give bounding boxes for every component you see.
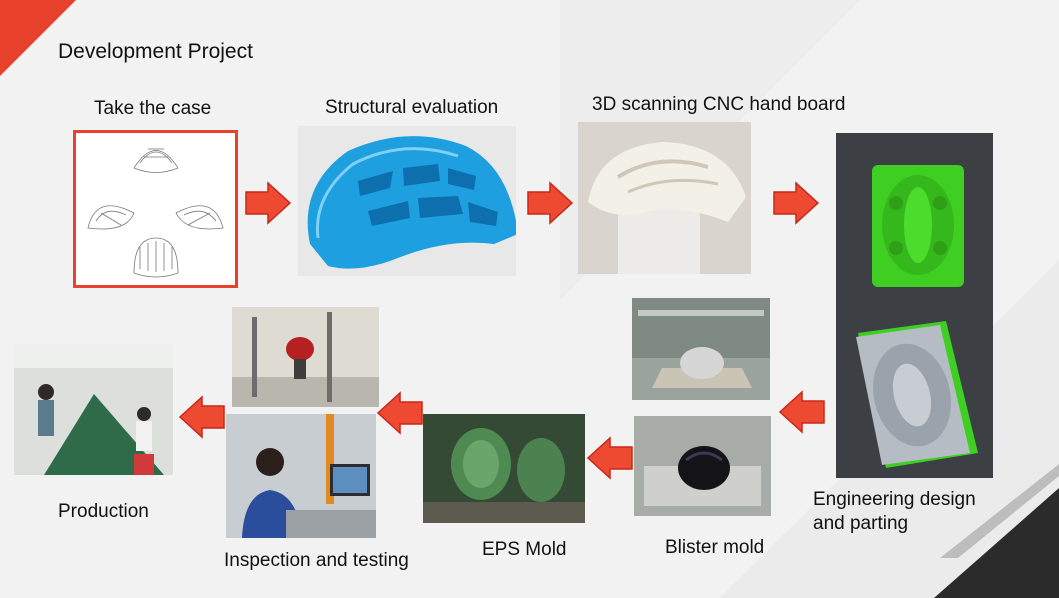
take-case-sketch-image: [73, 130, 238, 288]
label-take-case: Take the case: [94, 98, 212, 119]
label-structural-evaluation: Structural evaluation: [325, 97, 499, 118]
arrow-left-icon: [586, 436, 633, 480]
arrow-right-icon: [527, 181, 574, 225]
corner-accent-red: [0, 0, 76, 76]
production-image: [14, 344, 173, 475]
engineering-design-bottom-image: [836, 303, 993, 478]
label-3d-scanning: 3D scanning CNC hand board: [592, 94, 846, 115]
corner-accent-dark: [934, 488, 1059, 598]
eps-mold-image: [423, 414, 585, 523]
arrow-right-icon: [245, 181, 292, 225]
label-engineering-line2: and parting: [813, 513, 909, 534]
blister-mold-top-image: [632, 298, 770, 400]
arrow-left-icon: [778, 390, 825, 434]
engineering-design-top-image: [836, 133, 993, 303]
label-blister-mold: Blister mold: [665, 537, 765, 558]
arrow-left-icon: [376, 391, 423, 435]
arrow-left-icon: [178, 395, 225, 439]
label-production: Production: [58, 501, 149, 522]
3d-scanning-image: [578, 122, 751, 274]
structural-evaluation-image: [298, 126, 516, 276]
blister-mold-bottom-image: [634, 416, 771, 516]
arrow-right-icon: [773, 181, 820, 225]
label-engineering-line1: Engineering design: [813, 489, 976, 510]
inspection-top-image: [232, 307, 379, 407]
page-title: Development Project: [58, 40, 253, 63]
label-inspection-testing: Inspection and testing: [224, 550, 409, 571]
label-eps-mold: EPS Mold: [482, 539, 567, 560]
inspection-bottom-image: [226, 414, 376, 538]
